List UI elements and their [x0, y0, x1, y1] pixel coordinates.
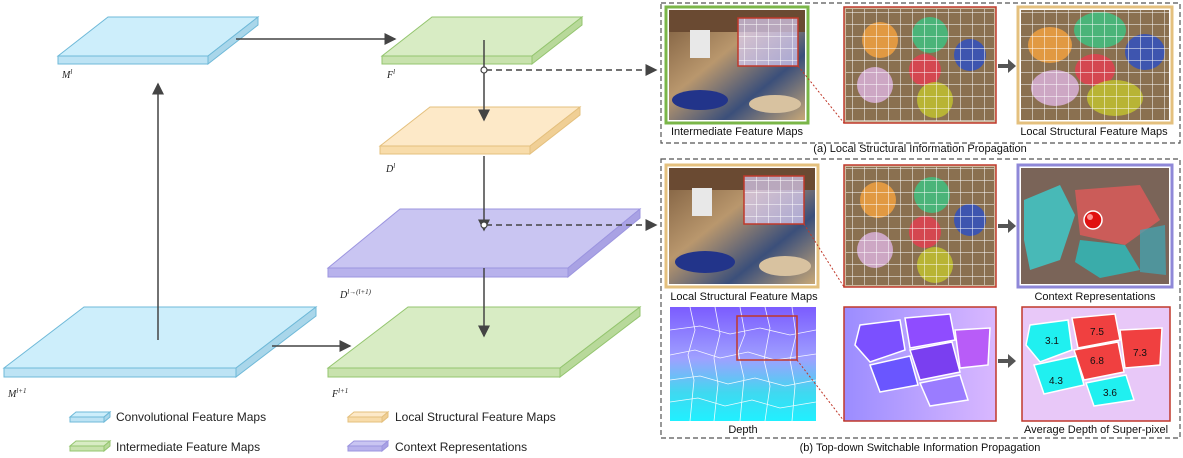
inter-map-f-l1	[326, 305, 642, 379]
label-d-l: Dl	[385, 162, 395, 175]
conv-map-m-l	[56, 15, 260, 66]
depth-value-1: 3.1	[1045, 336, 1059, 347]
legend: Convolutional Feature Maps Intermediate …	[68, 410, 556, 454]
panel-b-top-right-label: Context Representations	[1034, 291, 1156, 303]
panel-b-classroom-image	[664, 163, 820, 289]
panel-b-average-depth-image: 3.1 7.5 6.8 7.3 4.3 3.6	[1021, 306, 1171, 422]
panel-a-frame	[660, 2, 1181, 144]
panel-a-superpixel-zoom	[843, 6, 997, 124]
label-f-l: Fl	[386, 68, 395, 81]
depth-value-5: 4.3	[1049, 376, 1063, 387]
legend-swatch-inter	[68, 439, 112, 453]
inter-map-f-l	[380, 15, 584, 66]
legend-inter-label: Intermediate Feature Maps	[116, 440, 260, 454]
label-d-lt: Dl→(l+1)	[339, 288, 372, 301]
panel-a-left-label: Intermediate Feature Maps	[671, 126, 804, 138]
panel-b-frame	[660, 158, 1181, 439]
depth-value-3: 6.8	[1090, 356, 1104, 367]
branch-node-a	[480, 66, 488, 74]
panel-b-top-left-label: Local Structural Feature Maps	[670, 291, 818, 303]
panel-b-zoom-link-bottom	[796, 359, 845, 422]
legend-context-label: Context Representations	[395, 440, 527, 454]
local-map-d-l	[378, 105, 582, 156]
legend-swatch-conv	[68, 410, 112, 424]
panel-b-caption: (b) Top-down Switchable Information Prop…	[800, 442, 1041, 454]
panel-a-caption: (a) Local Structural Information Propaga…	[813, 143, 1026, 155]
panel-b-top-arrow-icon	[998, 219, 1016, 233]
panel-b-depth-label: Depth	[728, 424, 757, 436]
panel-b-bottom-arrow-icon	[998, 354, 1016, 368]
legend-swatch-context	[346, 439, 390, 453]
legend-swatch-local	[346, 410, 390, 424]
flow-arrows	[152, 33, 658, 352]
depth-value-6: 3.6	[1103, 388, 1117, 399]
panel-a-zoom-link	[797, 65, 845, 124]
panel-b-depth-zoom	[843, 306, 997, 422]
legend-conv-label: Convolutional Feature Maps	[116, 410, 266, 424]
panel-a-right-label: Local Structural Feature Maps	[1020, 126, 1168, 138]
context-map-d	[326, 207, 642, 279]
panel-b-bottom-right-label: Average Depth of Super-pixel	[1024, 424, 1168, 436]
panel-b-depth-image	[669, 306, 817, 422]
depth-value-2: 7.5	[1090, 327, 1104, 338]
panel-a-local-feature-image	[1016, 5, 1174, 125]
panel-b-context-image	[1016, 163, 1174, 289]
panel-b-zoom-link-top	[803, 223, 845, 288]
conv-map-m-l1	[2, 305, 318, 379]
label-m-l1: Ml+1	[7, 387, 27, 400]
panel-a-classroom-image	[664, 5, 810, 125]
legend-local-label: Local Structural Feature Maps	[395, 410, 556, 424]
label-m-l: Ml	[61, 68, 72, 81]
panel-b-superpixel-zoom	[843, 164, 997, 288]
branch-node-b	[480, 221, 488, 229]
depth-value-4: 7.3	[1133, 348, 1147, 359]
label-f-l1: Fl+1	[331, 387, 348, 400]
panel-a-right-arrow-icon	[998, 59, 1016, 73]
